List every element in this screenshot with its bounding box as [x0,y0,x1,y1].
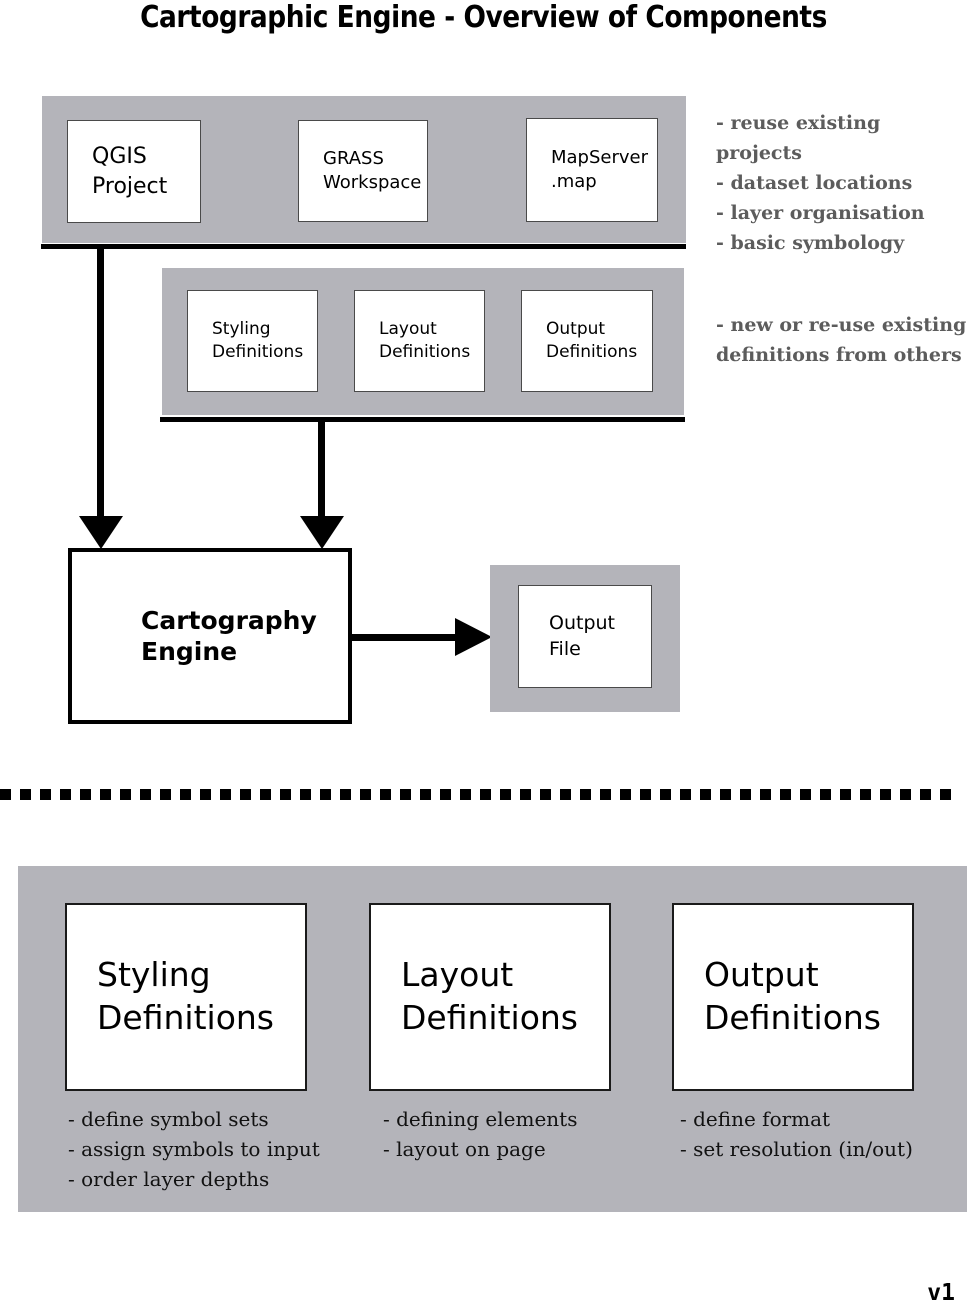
engine-to-output-arrow-line [352,634,458,641]
sources-collector-line [41,244,686,249]
output-file-label: Output File [549,611,615,660]
note-line: - basic symbology [716,232,905,254]
mapserver-map-box: MapServer .map [526,118,658,222]
bullet-line: - define symbol sets [68,1107,269,1131]
dotted-divider [0,789,958,800]
qgis-project-label: QGIS Project [92,143,168,199]
layout-definitions-detail-title: Layout Definitions [401,955,578,1037]
bullet-line: - defining elements [383,1107,578,1131]
note-line: - new or re-use existing [716,314,967,336]
bullet-line: - order layer depths [68,1167,270,1191]
note-line: - layer organisation [716,202,925,224]
output-file-box: Output File [518,585,652,688]
styling-definitions-detail-box: Styling Definitions [65,903,307,1091]
output-bullets: - define format - set resolution (in/out… [680,1104,913,1164]
sources-to-engine-arrowhead-icon [79,516,123,549]
note-line: definitions from others [716,344,962,366]
styling-definitions-detail-title: Styling Definitions [97,955,274,1037]
output-file-panel: Output File [490,565,680,712]
layout-bullets: - defining elements - layout on page [383,1104,577,1164]
output-definitions-label: Output Definitions [546,319,638,362]
definitions-panel: Styling Definitions Layout Definitions O… [162,268,684,415]
sources-panel: QGIS Project GRASS Workspace MapServer .… [42,96,686,243]
bullet-line: - assign symbols to input [68,1137,320,1161]
definitions-to-engine-arrowhead-icon [300,516,344,549]
styling-bullets: - define symbol sets - assign symbols to… [68,1104,320,1194]
mapserver-map-label: MapServer .map [551,146,649,192]
qgis-project-box: QGIS Project [67,120,201,223]
cartography-engine-label: Cartography Engine [141,605,317,666]
layout-definitions-detail-box: Layout Definitions [369,903,611,1091]
page-title: Cartographic Engine - Overview of Compon… [140,0,827,35]
version-label: v1 [927,1280,955,1306]
definitions-collector-line [160,417,685,422]
engine-to-output-arrowhead-icon [455,618,492,656]
details-panel: Styling Definitions Layout Definitions O… [18,866,967,1212]
bullet-line: - layout on page [383,1137,546,1161]
output-definitions-detail-box: Output Definitions [672,903,914,1091]
output-definitions-box: Output Definitions [521,290,653,392]
definitions-to-engine-arrow-line [318,417,325,518]
sources-notes: - reuse existing projects - dataset loca… [716,108,967,258]
cartography-engine-box: Cartography Engine [68,548,352,724]
bullet-line: - set resolution (in/out) [680,1137,913,1161]
bullet-line: - define format [680,1107,831,1131]
note-line: - reuse existing projects [716,112,881,164]
styling-definitions-box: Styling Definitions [187,290,318,392]
layout-definitions-box: Layout Definitions [354,290,485,392]
definitions-notes: - new or re-use existing definitions fro… [716,310,966,370]
note-line: - dataset locations [716,172,913,194]
grass-workspace-label: GRASS Workspace [323,147,422,193]
styling-definitions-label: Styling Definitions [212,319,304,362]
grass-workspace-box: GRASS Workspace [298,120,428,222]
output-definitions-detail-title: Output Definitions [704,955,881,1037]
sources-to-engine-arrow-line [97,244,104,518]
layout-definitions-label: Layout Definitions [379,319,471,362]
